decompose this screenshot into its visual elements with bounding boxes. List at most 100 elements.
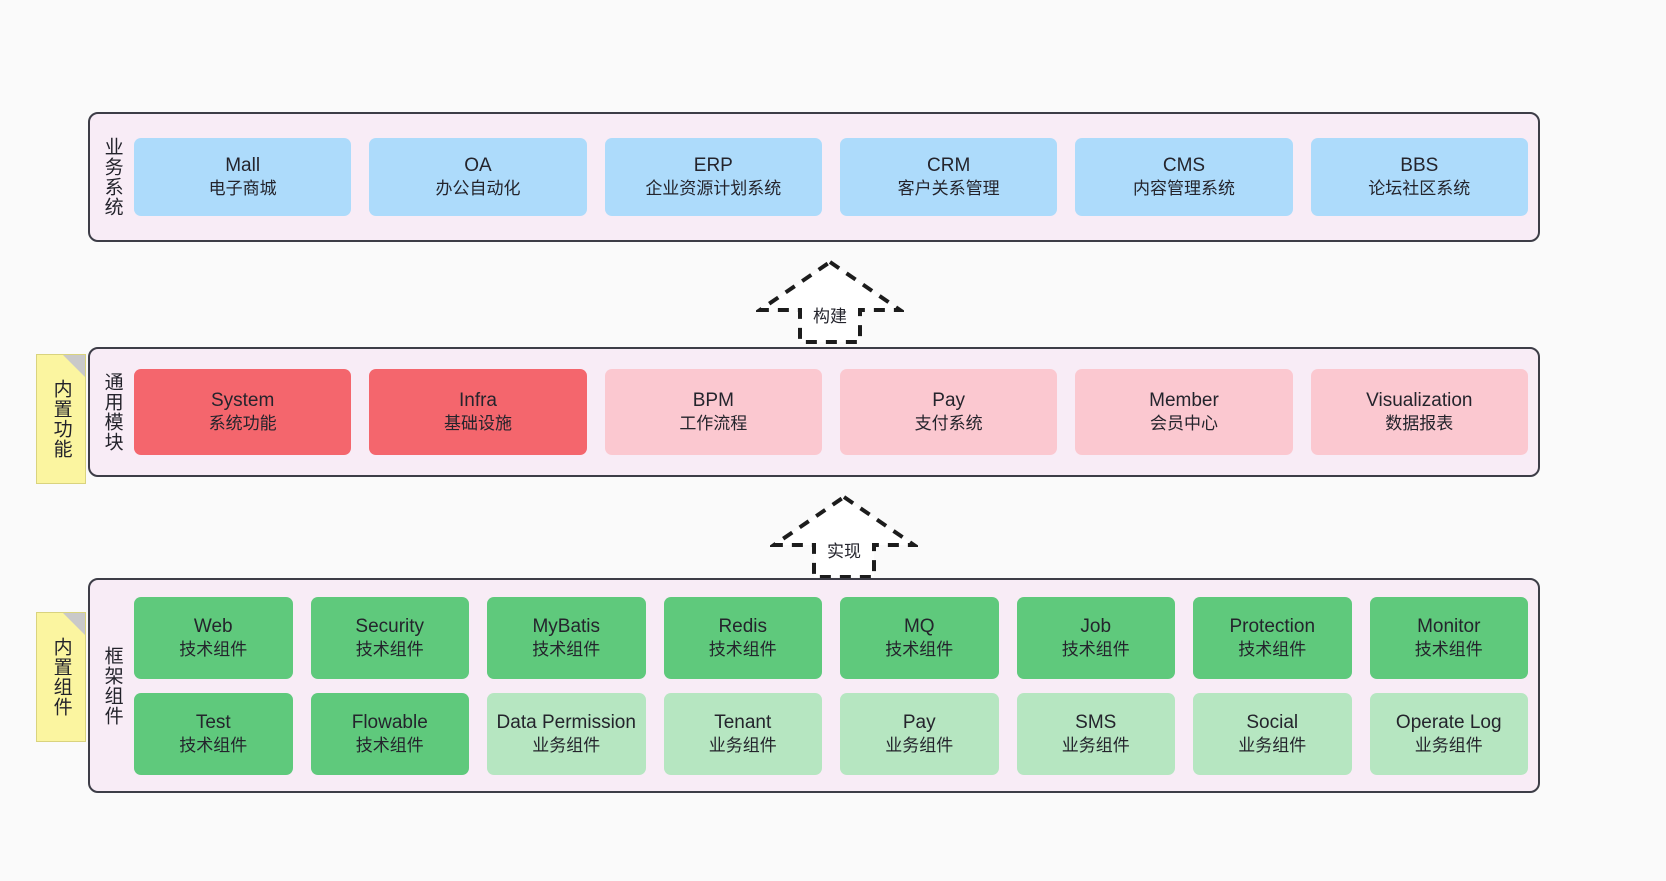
card-subtitle: 企业资源计划系统 xyxy=(645,179,782,199)
card-subtitle: 业务组件 xyxy=(708,735,777,755)
card-social[interactable]: Social 业务组件 xyxy=(1193,692,1352,775)
card-subtitle: 论坛社区系统 xyxy=(1368,179,1471,199)
card-subtitle: 业务组件 xyxy=(885,735,954,755)
card-security[interactable]: Security 技术组件 xyxy=(310,596,469,679)
card-title: Pay xyxy=(932,390,966,412)
card-operate-log[interactable]: Operate Log 业务组件 xyxy=(1369,692,1528,775)
arrow-up-icon xyxy=(770,494,918,579)
card-subtitle: 会员中心 xyxy=(1149,414,1218,434)
card-title: Job xyxy=(1080,615,1112,637)
card-sms[interactable]: SMS 业务组件 xyxy=(1016,692,1175,775)
card-subtitle: 办公自动化 xyxy=(435,179,521,199)
card-pay-biz[interactable]: Pay 业务组件 xyxy=(840,692,999,775)
note-builtin-function: 内置功能 xyxy=(36,354,86,484)
card-title: CRM xyxy=(927,155,971,177)
card-subtitle: 业务组件 xyxy=(1414,735,1483,755)
card-row: Test 技术组件 Flowable 技术组件 Data Permission … xyxy=(134,692,1528,775)
connector-label: 构建 xyxy=(813,307,847,326)
card-cms[interactable]: CMS 内容管理系统 xyxy=(1075,138,1293,216)
layer-title-framework-component: 框架组件 xyxy=(101,645,123,726)
card-subtitle: 技术组件 xyxy=(532,639,601,659)
card-pay[interactable]: Pay 支付系统 xyxy=(839,369,1058,455)
card-protection[interactable]: Protection 技术组件 xyxy=(1193,596,1352,679)
layer-body-framework-component: Web 技术组件 Security 技术组件 MyBatis 技术组件 Redi… xyxy=(134,580,1538,791)
card-job[interactable]: Job 技术组件 xyxy=(1016,596,1175,679)
card-infra[interactable]: Infra 基础设施 xyxy=(369,369,587,455)
card-title: Infra xyxy=(458,390,497,412)
card-title: BBS xyxy=(1400,155,1439,177)
card-redis[interactable]: Redis 技术组件 xyxy=(663,596,822,679)
card-subtitle: 业务组件 xyxy=(532,735,601,755)
card-title: Pay xyxy=(902,711,936,733)
card-crm[interactable]: CRM 客户关系管理 xyxy=(839,138,1058,216)
card-subtitle: 技术组件 xyxy=(355,735,424,755)
card-title: Test xyxy=(195,711,231,733)
card-tenant[interactable]: Tenant 业务组件 xyxy=(663,692,822,775)
card-title: Operate Log xyxy=(1395,711,1502,733)
layer-body-common-module: System 系统功能 Infra 基础设施 BPM 工作流程 Pay 支付系统… xyxy=(134,349,1538,475)
card-title: Web xyxy=(193,615,233,637)
layer-panel-common-module: 通用模块 System 系统功能 Infra 基础设施 BPM 工作流程 Pay… xyxy=(88,347,1540,477)
card-oa[interactable]: OA 办公自动化 xyxy=(369,138,587,216)
card-title: Visualization xyxy=(1366,390,1473,412)
card-data-permission[interactable]: Data Permission 业务组件 xyxy=(487,692,646,775)
card-subtitle: 工作流程 xyxy=(679,414,748,434)
card-mybatis[interactable]: MyBatis 技术组件 xyxy=(487,596,646,679)
card-row: Mall 电子商城 OA 办公自动化 ERP 企业资源计划系统 CRM 客户关系… xyxy=(134,138,1528,216)
card-web[interactable]: Web 技术组件 xyxy=(134,596,293,679)
card-subtitle: 技术组件 xyxy=(1414,639,1483,659)
card-title: Member xyxy=(1149,390,1219,412)
card-title: MyBatis xyxy=(532,615,601,637)
layer-title-business-system: 业务系统 xyxy=(101,137,123,217)
card-title: Social xyxy=(1246,711,1299,733)
card-subtitle: 业务组件 xyxy=(1238,735,1307,755)
card-flowable[interactable]: Flowable 技术组件 xyxy=(310,692,469,775)
layer-panel-framework-component: 框架组件 Web 技术组件 Security 技术组件 MyBatis 技术组件 xyxy=(88,578,1540,793)
card-member[interactable]: Member 会员中心 xyxy=(1075,369,1293,455)
layer-panel-business-system: 业务系统 Mall 电子商城 OA 办公自动化 ERP 企业资源计划系统 CRM… xyxy=(88,112,1540,242)
connector-label: 实现 xyxy=(827,542,861,561)
card-subtitle: 电子商城 xyxy=(208,179,277,199)
card-mall[interactable]: Mall 电子商城 xyxy=(134,138,352,216)
card-title: CMS xyxy=(1162,155,1206,177)
card-title: Redis xyxy=(718,615,768,637)
card-subtitle: 系统功能 xyxy=(208,414,277,434)
card-visualization[interactable]: Visualization 数据报表 xyxy=(1310,369,1528,455)
card-monitor[interactable]: Monitor 技术组件 xyxy=(1369,596,1528,679)
card-test[interactable]: Test 技术组件 xyxy=(134,692,293,775)
card-title: Data Permission xyxy=(496,711,636,733)
card-subtitle: 数据报表 xyxy=(1385,414,1454,434)
card-subtitle: 内容管理系统 xyxy=(1132,179,1235,199)
card-title: Monitor xyxy=(1417,615,1481,637)
layer-title-common-module: 通用模块 xyxy=(101,372,123,452)
card-system[interactable]: System 系统功能 xyxy=(134,369,352,455)
arrow-up-icon xyxy=(756,259,904,344)
card-subtitle: 客户关系管理 xyxy=(897,179,1000,199)
card-erp[interactable]: ERP 企业资源计划系统 xyxy=(604,138,822,216)
card-subtitle: 技术组件 xyxy=(179,639,248,659)
note-label: 内置功能 xyxy=(50,379,72,459)
card-grid: Web 技术组件 Security 技术组件 MyBatis 技术组件 Redi… xyxy=(134,596,1528,775)
card-bbs[interactable]: BBS 论坛社区系统 xyxy=(1310,138,1528,216)
card-subtitle: 技术组件 xyxy=(708,639,777,659)
card-mq[interactable]: MQ 技术组件 xyxy=(840,596,999,679)
connector-build: 构建 xyxy=(756,258,904,344)
connector-implement: 实现 xyxy=(770,493,918,579)
card-title: ERP xyxy=(693,155,733,177)
card-subtitle: 基础设施 xyxy=(443,414,512,434)
note-fold-corner xyxy=(63,355,85,377)
card-row: System 系统功能 Infra 基础设施 BPM 工作流程 Pay 支付系统… xyxy=(134,369,1528,455)
layer-body-business-system: Mall 电子商城 OA 办公自动化 ERP 企业资源计划系统 CRM 客户关系… xyxy=(134,114,1538,240)
note-builtin-component: 内置组件 xyxy=(36,612,86,742)
card-subtitle: 支付系统 xyxy=(914,414,983,434)
card-title: Protection xyxy=(1229,615,1316,637)
card-title: Security xyxy=(355,615,425,637)
card-title: Tenant xyxy=(714,711,772,733)
card-title: OA xyxy=(464,155,492,177)
card-subtitle: 技术组件 xyxy=(885,639,954,659)
card-title: Mall xyxy=(225,155,261,177)
card-bpm[interactable]: BPM 工作流程 xyxy=(604,369,822,455)
card-row: Web 技术组件 Security 技术组件 MyBatis 技术组件 Redi… xyxy=(134,596,1528,679)
card-title: Flowable xyxy=(351,711,428,733)
note-label: 内置组件 xyxy=(50,637,72,717)
